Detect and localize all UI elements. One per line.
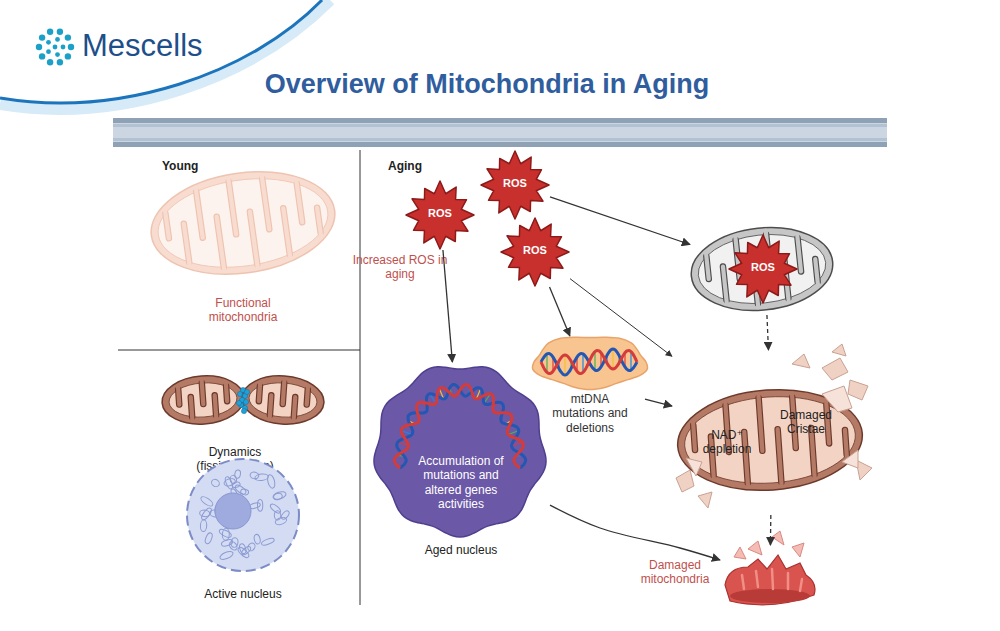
stressed-mitochondrion: ROS: [690, 225, 840, 315]
header-band: [113, 118, 887, 147]
broken-mitochondrion: Damaged mitochondria: [720, 545, 820, 605]
nucleus: Accumulation of mutations and altered ge…: [372, 362, 550, 567]
mitochondrion-shape: [687, 221, 837, 317]
nucleus-note: Accumulation of mutations and altered ge…: [418, 454, 504, 512]
ros-star: ROS: [500, 217, 570, 287]
torn-edge: [686, 458, 702, 476]
ros-text: ROS: [480, 177, 550, 190]
mitochondrion-shape: [240, 373, 325, 427]
nucleus-shape: [374, 367, 546, 537]
nucleus-outline: [183, 455, 303, 603]
mitochondrion-shape: [144, 161, 341, 286]
arrow: [550, 505, 720, 560]
panel: YoungFunctional mitochondriaDynamics (fi…: [118, 150, 360, 605]
logo-icon: [36, 29, 74, 66]
damaged-mitochondrion: NAD⁺ depletion Damaged Cristae: [672, 350, 872, 515]
arrow: [550, 287, 570, 336]
annotation: Increased ROS in aging: [350, 253, 450, 282]
mtdna-shape: [532, 337, 647, 389]
caption: Functional mitochondria: [193, 296, 293, 325]
ros-star: ROS: [480, 150, 550, 220]
mitochondrion: Functional mitochondria: [148, 166, 338, 326]
ros-star-shape: [729, 235, 797, 303]
ros-star-shape: [481, 151, 549, 219]
mitochondrion-shape: [160, 373, 245, 427]
brand-name: Mescells: [82, 27, 252, 64]
ros-star: ROS: [405, 180, 475, 250]
nucleus: Active nucleus: [183, 455, 303, 603]
caption: Damaged mitochondria: [629, 558, 721, 587]
panel-divider: [360, 150, 361, 605]
damaged-mitochondrion-outline: [672, 350, 872, 515]
caption: Aged nucleus: [372, 543, 550, 557]
arrow: [645, 399, 672, 406]
ros-star-shape: [501, 218, 569, 286]
page-title: Overview of Mitochondria in Aging: [187, 68, 787, 100]
mtdna: mtDNA mutations and deletions: [535, 336, 645, 433]
broken-mitochondrion: [725, 531, 815, 605]
panel-heading: Aging: [388, 159, 468, 173]
fission-site: [236, 387, 249, 413]
ros-text: ROS: [405, 207, 475, 220]
caption: Active nucleus: [183, 587, 303, 601]
nucleus-shape: [187, 459, 299, 571]
callout: NAD⁺ depletion: [695, 428, 759, 457]
broken-mitochondrion-outline: [720, 545, 820, 605]
ros-star-shape: [406, 181, 474, 249]
torn-edge: [842, 450, 858, 468]
arrow: [550, 197, 690, 245]
panel-heading: Young: [162, 159, 242, 173]
panel: AgingROS ROS ROS ROS mtDNA mutations and del…: [362, 150, 887, 605]
ros-text: ROS: [500, 244, 570, 257]
callout: Damaged Cristae: [774, 408, 838, 437]
ros-text: ROS: [733, 261, 793, 274]
arrow: [767, 315, 769, 350]
caption: mtDNA mutations and deletions: [545, 392, 635, 435]
arrow: [570, 279, 672, 357]
arrow: [443, 250, 452, 362]
panel-divider: [118, 350, 360, 351]
arrow: [770, 515, 772, 545]
mitochondrion-shape: [674, 384, 866, 497]
